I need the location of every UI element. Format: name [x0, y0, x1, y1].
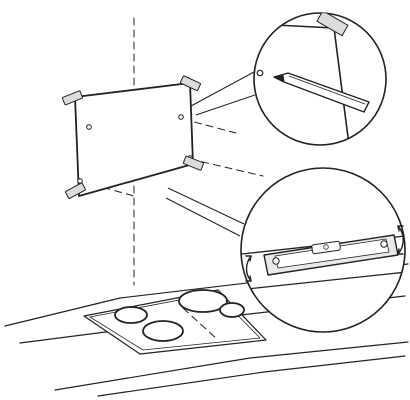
- upper-right-horizontal-guide: [182, 118, 237, 134]
- countertop-lower-edge: [97, 355, 406, 397]
- tape-bottom-right: [182, 155, 204, 171]
- left-rotation-arrow: [245, 255, 252, 282]
- wall-template: [74, 82, 194, 197]
- tape-top-left: [61, 90, 83, 106]
- spirit-level-right-screw: [380, 240, 388, 248]
- screw-hole-mark-left-top: [86, 124, 92, 130]
- pencil-detail-circle: [253, 12, 387, 146]
- right-rotation-arrow: [397, 225, 404, 255]
- pencil-tip: [273, 74, 285, 83]
- cooking-zone-left-front: [142, 320, 184, 342]
- pencil-detail-tape: [316, 13, 349, 37]
- pencil-detail-screw-hole: [256, 69, 264, 77]
- spirit-level-left-screw: [272, 257, 280, 265]
- pencil-callout-connector: [190, 71, 256, 116]
- template-sheet: [74, 82, 194, 197]
- tape-bottom-left: [65, 182, 86, 199]
- cooking-zone-right-front: [219, 302, 245, 318]
- left-rotation-arrow-head-top: [245, 255, 252, 262]
- pencil-grip-line: [288, 75, 366, 105]
- level-callout-connector: [165, 187, 245, 237]
- lower-right-horizontal-guide: [189, 158, 264, 177]
- pencil-detail: [253, 12, 387, 146]
- cooktop-center-line: [182, 307, 219, 341]
- spirit-level-detail: [240, 167, 406, 333]
- right-rotation-arrow-head-top: [397, 225, 404, 232]
- cooktop: [83, 289, 267, 355]
- level-detail-template-lower-edge: [246, 271, 405, 290]
- spirit-level-bubble: [323, 244, 329, 250]
- cooktop-inner-outline: [89, 292, 261, 351]
- tape-corners: [61, 75, 204, 199]
- left-rotation-arrow-head-bottom: [245, 275, 252, 282]
- pencil-detail-template-right-edge: [333, 27, 350, 145]
- tape-top-right: [179, 75, 201, 92]
- rotation-arrows: [245, 225, 404, 282]
- countertop-front-edge: [54, 341, 409, 391]
- right-rotation-arrow-head-bottom: [397, 248, 404, 255]
- cooking-zone-left-back: [114, 306, 148, 324]
- screw-hole-mark-right-top: [178, 114, 184, 120]
- cooking-zone-large: [178, 289, 228, 313]
